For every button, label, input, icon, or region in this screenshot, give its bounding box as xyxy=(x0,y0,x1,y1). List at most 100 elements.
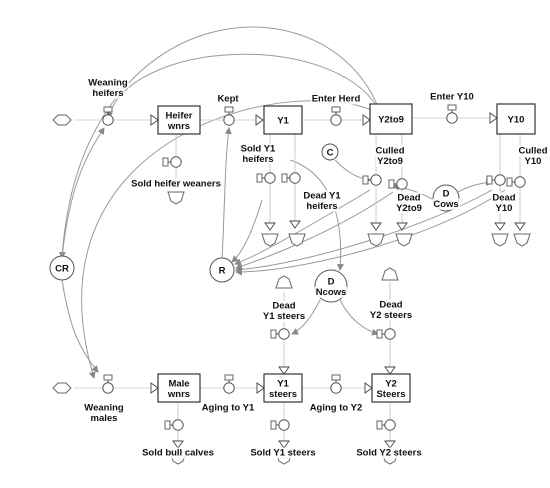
label-dead-y2-steers-line2-bg xyxy=(368,309,414,321)
valve-aging-to-y1-handle xyxy=(224,374,234,381)
label-aging-to-y2: Aging to Y2 xyxy=(310,403,363,414)
valve-culled-y2to9[interactable] xyxy=(362,174,382,186)
valve-sold-y1-steers[interactable] xyxy=(270,419,290,431)
valve-culled-y10[interactable] xyxy=(486,174,506,186)
valve-culled-y10-handle xyxy=(486,175,493,185)
cloud-sink-sold-heifer-weaners xyxy=(167,191,185,205)
stock-male-wnrs-label-line1: Male xyxy=(168,378,189,389)
valve-kept-handle xyxy=(224,106,234,113)
valve-dead-y1-heifers[interactable] xyxy=(281,172,301,184)
label-weaning-males-line2-bg xyxy=(89,412,119,424)
label-sold-y1-steers: Sold Y1 steers xyxy=(250,448,315,459)
pipe-enter-herd-arrowhead xyxy=(362,114,371,126)
label-sold-y2-steers-bg xyxy=(355,447,423,459)
pipe-dead-y2-steers-arrowhead xyxy=(384,366,396,375)
aux-d-ncows-label-line2-bg xyxy=(314,286,348,298)
label-weaning-heifers-line1: Weaning xyxy=(88,77,128,88)
link-dncows-to-dead-y2-steers xyxy=(339,299,379,336)
aux-d-cows-label-line1: D xyxy=(443,188,450,199)
pipe-dead-y1-heifers-arrowhead xyxy=(289,220,301,229)
aux-cr-label-bg xyxy=(54,263,70,275)
label-sold-bull-calves: Sold bull calves xyxy=(142,448,214,459)
link-dead-y10-to-r xyxy=(235,189,506,276)
label-dead-y1-heifers-line1-bg xyxy=(302,190,343,202)
valve-sold-y2-steers-circle xyxy=(384,419,396,431)
valve-sold-y1-heifers[interactable] xyxy=(256,172,276,184)
valve-dead-y2to9[interactable] xyxy=(388,178,408,190)
pipe-enter-y10-arrowhead xyxy=(489,112,498,124)
label-dead-y2to9-line1: Dead xyxy=(397,192,420,203)
stock-y10-label-bg xyxy=(506,114,526,126)
aux-d-ncows-label-line1-bg xyxy=(326,276,336,288)
label-sold-heifer-weaners-bg xyxy=(130,178,222,190)
valve-sold-y1-heifers-circle xyxy=(264,172,276,184)
valve-weaning-heifers[interactable] xyxy=(102,106,114,126)
valve-enter-y10-handle xyxy=(447,104,457,111)
stock-y2to9-label-bg xyxy=(377,114,405,126)
cloud-sink-dead-y10 xyxy=(513,233,531,247)
valve-sold-y2-steers-handle xyxy=(376,420,383,430)
valve-sold-y2-steers[interactable] xyxy=(376,419,396,431)
stock-y2-steers-label-line1: Y2 xyxy=(385,378,397,389)
valve-sold-bull-calves[interactable] xyxy=(164,419,184,431)
valve-enter-y10[interactable] xyxy=(446,104,458,124)
label-kept-bg xyxy=(216,93,241,105)
link-r-to-kept xyxy=(221,127,232,261)
valve-dead-y1-steers-handle xyxy=(270,329,277,339)
label-dead-y10-line1: Dead xyxy=(492,192,515,203)
label-dead-y1-heifers-line2-bg xyxy=(305,200,339,212)
label-weaning-males-line1: Weaning xyxy=(84,402,124,413)
label-culled-y2to9-line2-bg xyxy=(376,155,404,167)
valve-dead-y1-steers-circle xyxy=(278,328,290,340)
valve-enter-herd[interactable] xyxy=(330,106,342,126)
link-dcows-to-dead-y2to9 xyxy=(392,183,435,201)
valve-weaning-males[interactable] xyxy=(102,374,114,394)
valve-aging-to-y2[interactable] xyxy=(330,374,342,394)
link-y2to9-to-cr-top xyxy=(58,26,381,259)
label-culled-y10-line1-bg xyxy=(517,145,549,157)
aux-c-label: C xyxy=(327,148,334,159)
valve-aging-to-y1[interactable] xyxy=(223,374,235,394)
label-dead-y1-heifers-line1: Dead Y1 xyxy=(303,190,341,201)
valve-dead-y2-steers-handle xyxy=(376,329,383,339)
pipe-dead-y2to9-arrowhead xyxy=(396,222,408,231)
pipe-aging-to-y1-arrowhead xyxy=(256,382,265,394)
link-cr-to-weaning-heifers xyxy=(61,127,105,259)
link-sold-y1-heifers-to-r xyxy=(231,199,263,263)
stock-heifer-wnrs-label-line1: Heifer xyxy=(166,110,193,121)
stock-male-wnrs-label-line2-bg xyxy=(165,388,192,400)
valve-dead-y1-steers[interactable] xyxy=(270,328,290,340)
stock-y1-steers-label-line2-bg xyxy=(268,388,298,400)
aux-d-cows-label-line1-bg xyxy=(441,188,451,200)
stock-heifer-wnrs-label-line2-bg xyxy=(165,120,192,132)
valve-aging-to-y2-handle xyxy=(331,374,341,381)
valve-sold-heifer-weaners-handle xyxy=(162,157,169,167)
stock-heifer-wnrs-label-line2: wnrs xyxy=(167,121,190,132)
aux-cr-label: CR xyxy=(55,264,69,275)
stock-y10-label: Y10 xyxy=(508,115,525,126)
label-dead-y2-steers-line2: Y2 steers xyxy=(370,310,412,321)
label-culled-y2to9-line2: Y2to9 xyxy=(377,156,403,167)
stock-heifer-wnrs-label-line1-bg xyxy=(164,110,194,122)
label-sold-y1-heifers-line1: Sold Y1 xyxy=(241,143,276,154)
stock-y2to9-label: Y2to9 xyxy=(378,115,404,126)
pipe-sold-y1-steers-arrowhead xyxy=(278,440,290,449)
cloud-sink-culled-y10 xyxy=(491,233,509,247)
valve-kept[interactable] xyxy=(223,106,235,126)
link-y2to9-to-weaning-males xyxy=(81,100,381,379)
pipe-dead-y1-steers-arrowhead xyxy=(278,366,290,375)
cloud-sink-dead-y2to9 xyxy=(395,233,413,247)
valve-dead-y2-steers[interactable] xyxy=(376,328,396,340)
valve-dead-y10[interactable] xyxy=(506,176,526,188)
cloud-sink-dead-y2-steers xyxy=(381,267,399,281)
stock-y2to9[interactable] xyxy=(369,103,413,135)
label-dead-y2to9-line1-bg xyxy=(396,192,422,204)
valve-dead-y2-steers-circle xyxy=(384,328,396,340)
valve-dead-y2to9-handle xyxy=(388,179,395,189)
cloud-source-males xyxy=(52,382,72,394)
stock-y2-steers-label-line2: Steers xyxy=(376,389,405,400)
label-sold-y1-heifers-line1-bg xyxy=(239,143,278,155)
cloud-sink-sold-y1-heifers xyxy=(261,233,279,247)
valve-sold-heifer-weaners[interactable] xyxy=(162,156,182,168)
